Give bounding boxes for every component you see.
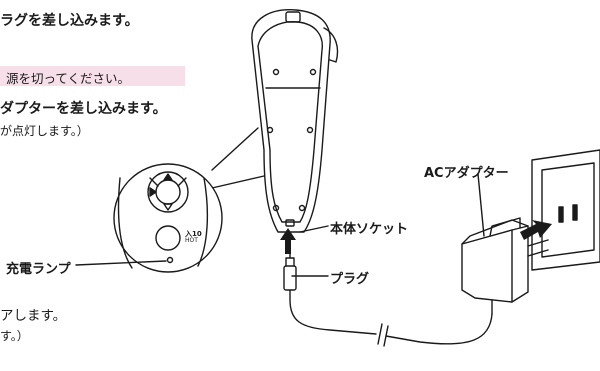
power-cord [289,285,493,347]
warning-text: 源を切ってください。 [6,71,131,86]
body-socket-label: 本体ソケット [330,222,409,237]
step1-text: ラグを差し込みます。 [0,13,139,29]
wall-outlet [531,149,600,271]
handset [251,9,339,233]
button-label-bottom: HOT [185,237,198,244]
step3-text: アします。 [0,308,67,324]
ac-adapter [461,217,549,315]
button-label-top: 入10 [185,230,202,238]
ac-adapter-label: ACアダプター [424,166,509,181]
step2-text: ダプターを差し込みます。 [0,101,167,117]
plug [283,251,297,291]
step3-note: す。） [0,329,29,343]
charge-lamp-label: 充電ランプ [6,262,71,277]
zoom-detail [75,163,223,273]
warning-banner [0,66,185,86]
insert-arrows [280,220,552,254]
plug-label: プラグ [330,272,370,287]
step2-note: が点灯します。） [0,124,89,138]
